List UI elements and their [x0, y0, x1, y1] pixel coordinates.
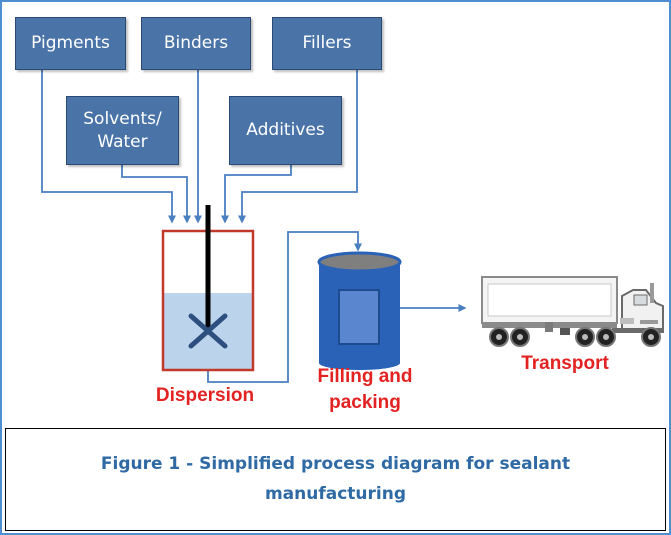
mixer-tank-icon — [161, 205, 255, 372]
transport-label: Transport — [521, 353, 609, 374]
figure-caption-box: Figure 1 - Simplified process diagram fo… — [5, 428, 666, 531]
pigments-box: Pigments — [15, 17, 126, 70]
binders-label: Binders — [163, 33, 229, 54]
drum-container-icon — [317, 251, 402, 370]
binders-box: Binders — [141, 17, 251, 70]
additives-arrow — [221, 165, 292, 224]
filling-packing-label: Filling and packing — [300, 364, 430, 415]
solvents-label: Solvents/ — [83, 109, 162, 130]
fillers-label: Fillers — [302, 33, 352, 54]
pigments-arrow — [41, 70, 176, 224]
solvents-water-box: Solvents/ Water — [66, 96, 179, 165]
fillers-box: Fillers — [272, 17, 382, 70]
fillers-arrow — [238, 70, 358, 224]
additives-box: Additives — [229, 96, 342, 165]
filling-label-line2: packing — [329, 391, 401, 413]
pigments-label: Pigments — [31, 33, 110, 54]
figure-caption: Figure 1 - Simplified process diagram fo… — [100, 453, 571, 504]
dispersion-to-filling-arrow — [207, 231, 362, 383]
filling-label-line1: Filling and — [317, 366, 413, 387]
feed-arrows — [41, 70, 467, 383]
water-label: Water — [97, 131, 148, 152]
additives-label: Additives — [246, 120, 325, 141]
solvents-arrow — [121, 165, 191, 224]
dispersion-label: Dispersion — [155, 385, 255, 406]
truck-icon — [481, 276, 664, 347]
